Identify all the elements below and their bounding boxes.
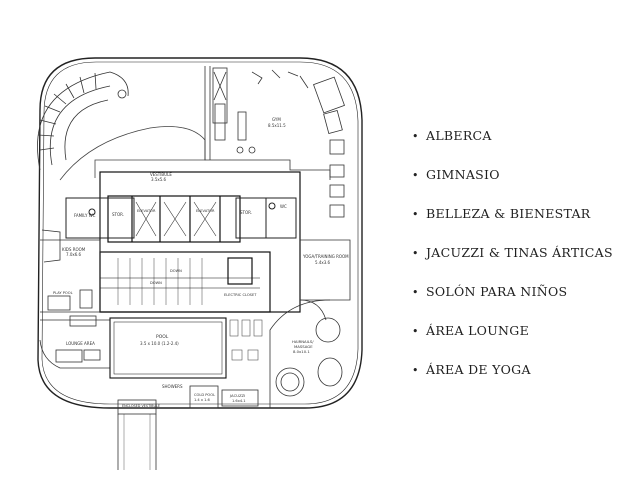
- bullet-icon: •: [412, 325, 419, 338]
- bullet-icon: •: [412, 247, 419, 260]
- showers-label: SHOWERS: [162, 384, 183, 389]
- amenity-label: JACUZZI & TINAS ÁRTICAS: [426, 245, 613, 260]
- cold-pool-dims: 1.4 x 1.6: [194, 398, 211, 402]
- play-pool-label: PLAY POOL: [53, 291, 73, 295]
- jacuzzi-dims: 1.6x4.1: [232, 399, 246, 403]
- bullet-icon: •: [412, 286, 419, 299]
- amenity-item: • ALBERCA: [412, 126, 613, 165]
- amenities-list: •ALBERCA •GIMNASIO •BELLEZA & BIENESTAR …: [412, 126, 613, 399]
- bullet-icon: •: [412, 169, 419, 182]
- jacuzzi-label: JACUZZI: [229, 393, 245, 398]
- pool-dims: 3.5 x 10.0 (1.2-2.4): [140, 341, 179, 346]
- yoga-room-dims: 5.4x3.6: [315, 260, 331, 265]
- amenity-item: • JACUZZI & TINAS ÁRTICAS: [412, 243, 613, 282]
- amenity-label: GIMNASIO: [426, 167, 500, 182]
- down-label-1: DOWN: [170, 269, 182, 273]
- electric-closet-label: ELECTRIC CLOSET: [224, 293, 257, 297]
- bullet-icon: •: [412, 208, 419, 221]
- building-outline: [37, 57, 363, 409]
- amenity-label: ÁREA LOUNGE: [426, 323, 529, 338]
- kids-room-label: KIDS ROOM: [62, 247, 86, 252]
- yoga-room-label: YOGA/TRAINING ROOM: [302, 254, 349, 259]
- wet-area: [117, 385, 259, 470]
- massage-label-2: MASSAGE: [294, 344, 313, 349]
- bullet-icon: •: [412, 130, 419, 143]
- vestibule-dims: 3.5x5.6: [151, 177, 167, 182]
- elevator-shafts: [135, 201, 217, 237]
- family-wc-label: FAMILY WC: [74, 213, 96, 218]
- elevator-label-2: ELEVATOR: [196, 209, 215, 213]
- elevator-label-1: ELEVATOR: [137, 209, 156, 213]
- lounge-area-label: LOUNGE AREA: [66, 341, 95, 346]
- enclosed-vestibule-label: ENCLOSED VESTIBULE: [122, 404, 160, 408]
- yoga-room: [299, 239, 351, 321]
- vestibule-label: VESTIBULE: [150, 172, 172, 177]
- gym-dims: 8.5x11.5: [268, 123, 286, 128]
- garden-curve: [59, 126, 206, 181]
- amenity-item: • SOLÓN PARA NIÑOS: [412, 282, 613, 321]
- pool: [109, 317, 227, 379]
- family-wc-block: [65, 197, 135, 239]
- amenity-label: BELLEZA & BIENESTAR: [426, 206, 591, 221]
- amenity-item: • ÁREA LOUNGE: [412, 321, 613, 360]
- lounge-area: [39, 315, 111, 369]
- amenity-item: • ÁREA DE YOGA: [412, 360, 613, 399]
- down-label-2: DOWN: [150, 281, 162, 285]
- amenity-label: ÁREA DE YOGA: [426, 362, 531, 377]
- gym-label: GYM: [272, 117, 281, 122]
- cold-pool-label: COLD POOL: [194, 393, 215, 397]
- spiral-staircase: [37, 71, 129, 171]
- stor-right-label: STOR.: [240, 210, 252, 215]
- gym: [204, 66, 345, 218]
- stor-left-label: STOR.: [112, 212, 124, 217]
- spa-area: [269, 299, 343, 408]
- massage-label-1: HAIRNAILS/: [292, 339, 314, 344]
- right-service-block: [235, 197, 297, 239]
- amenity-item: • GIMNASIO: [412, 165, 613, 204]
- amenity-label: ALBERCA: [426, 128, 492, 143]
- central-core: [99, 171, 301, 313]
- kids-room: [40, 229, 101, 313]
- massage-dims: 8.0x10.1: [293, 349, 310, 354]
- pool-loungers: [229, 319, 263, 361]
- pool-label: POOL: [156, 334, 169, 340]
- amenity-label: SOLÓN PARA NIÑOS: [426, 284, 568, 299]
- bullet-icon: •: [412, 364, 419, 377]
- amenity-item: • BELLEZA & BIENESTAR: [412, 204, 613, 243]
- kids-room-dims: 7.0x6.6: [66, 252, 82, 257]
- wc-label: WC: [280, 204, 287, 209]
